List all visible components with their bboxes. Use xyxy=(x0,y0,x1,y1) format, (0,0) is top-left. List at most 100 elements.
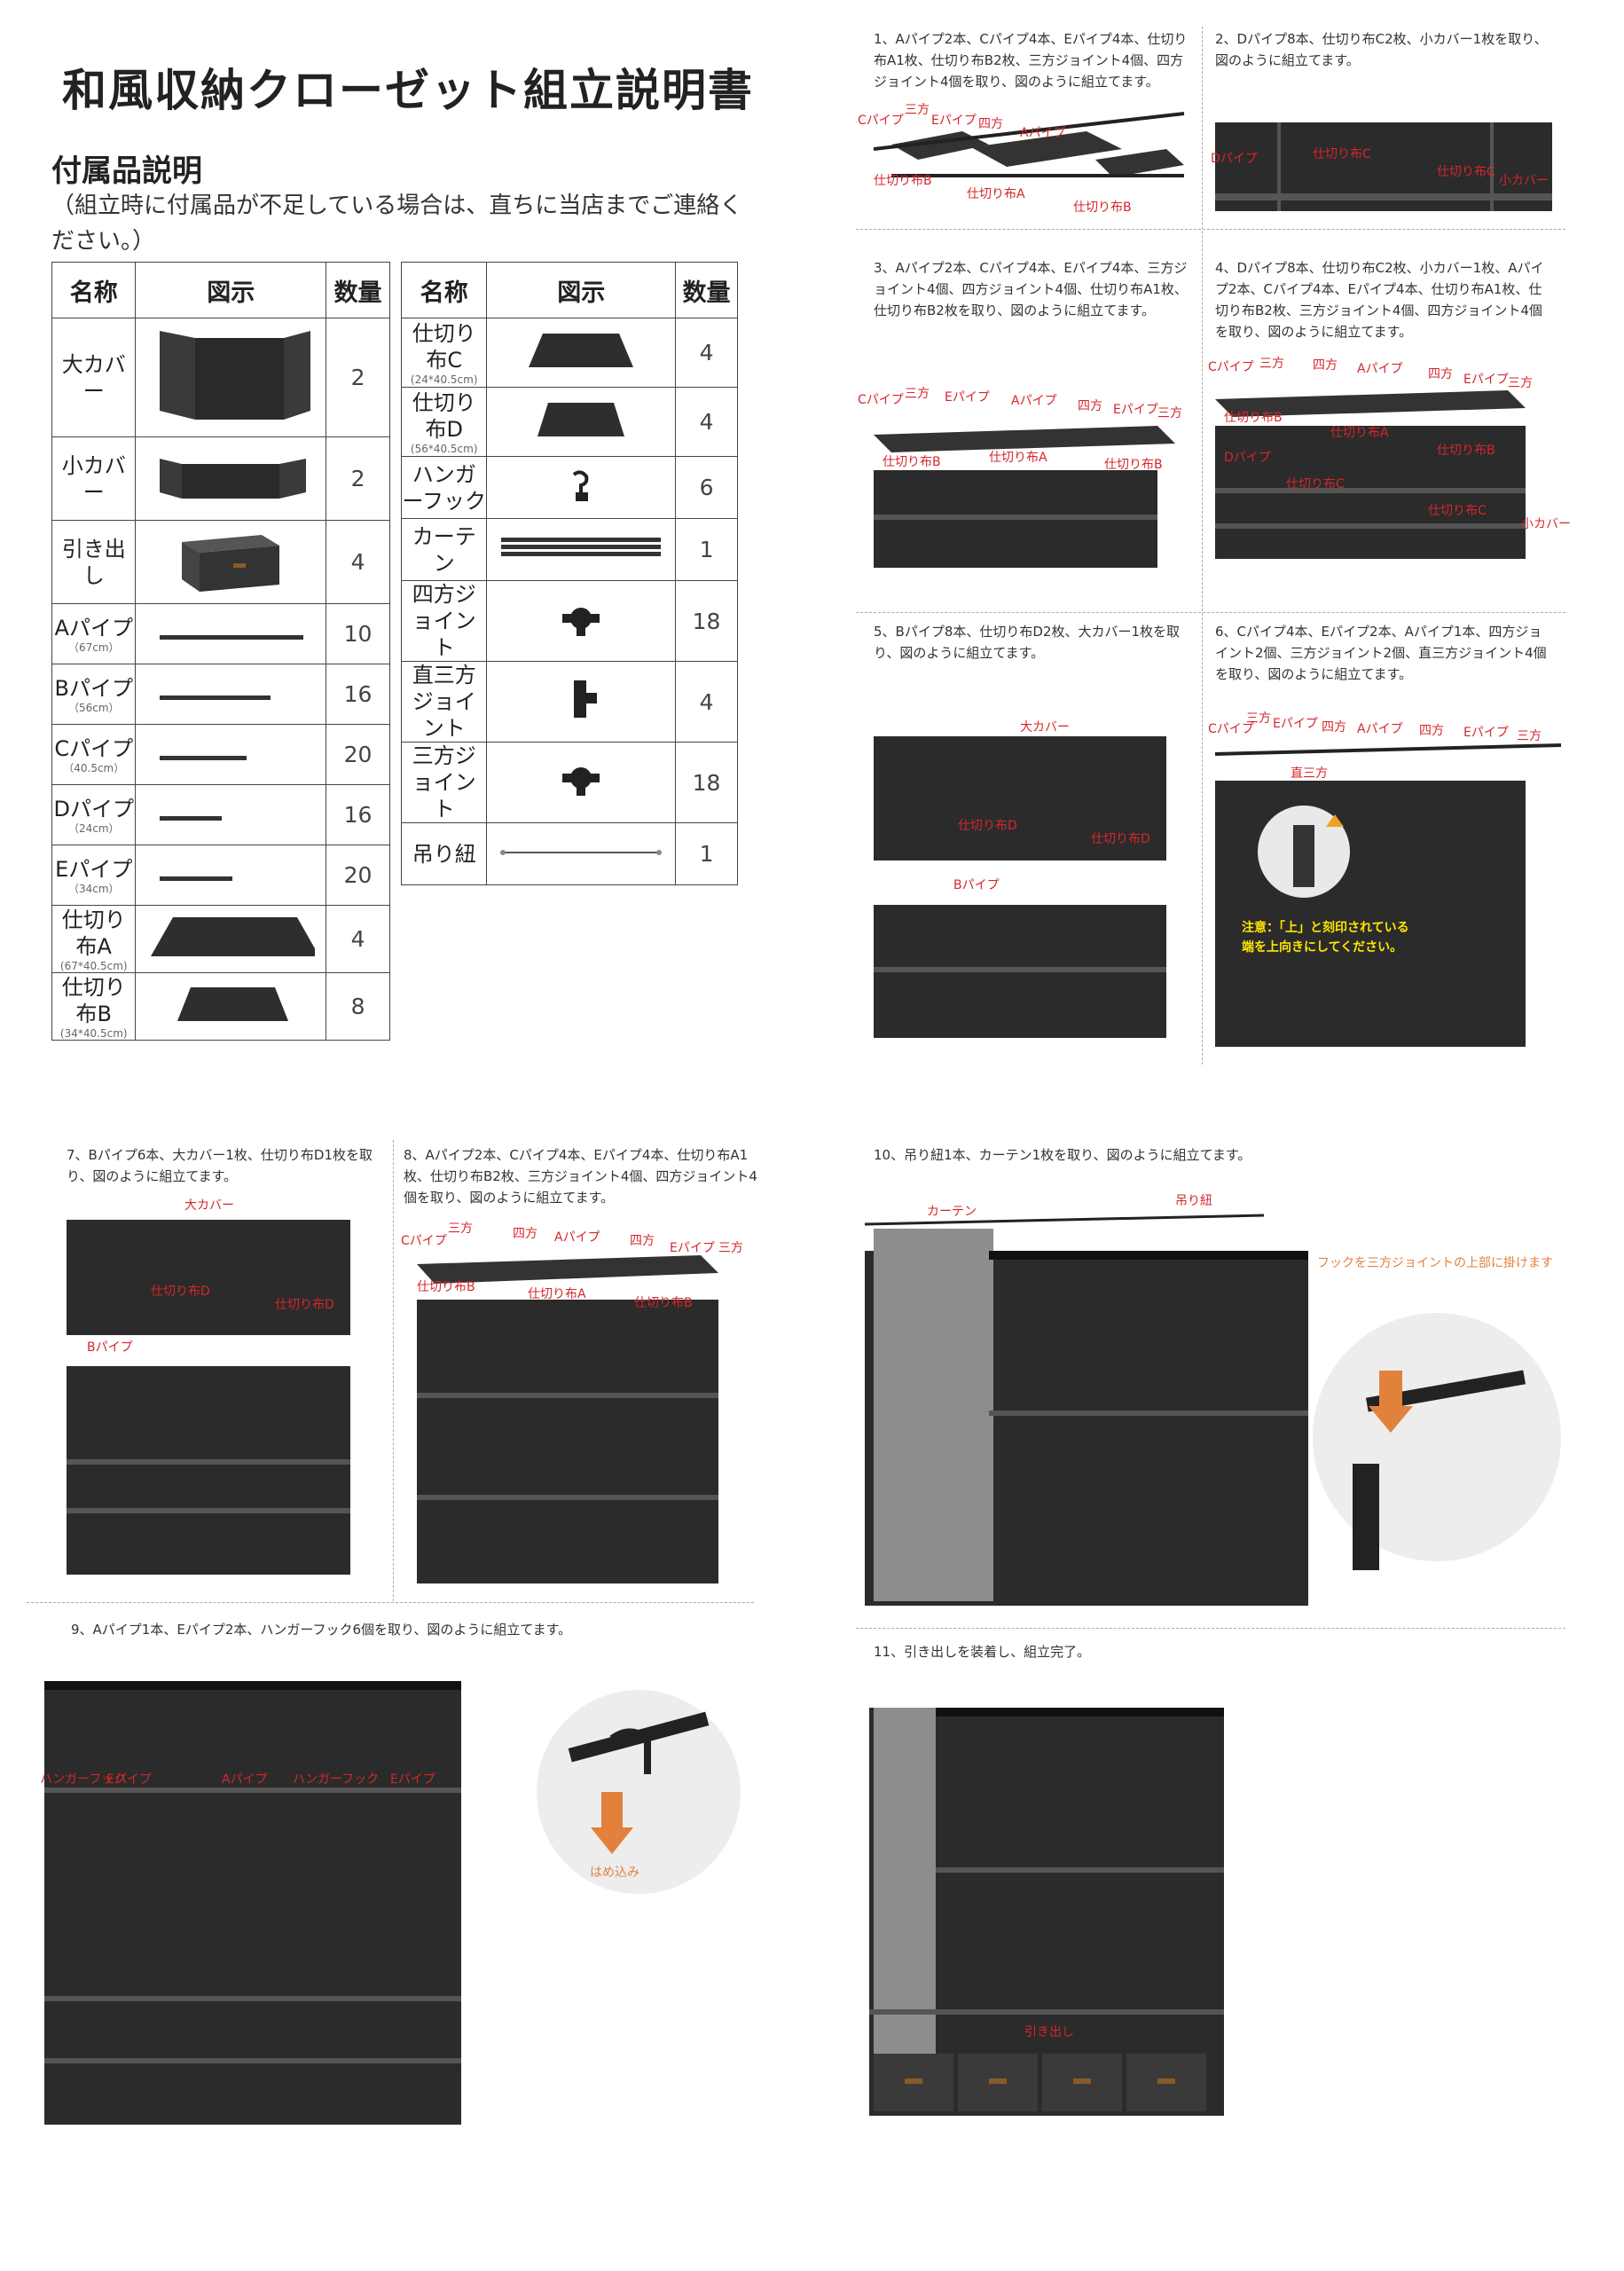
label-a-pipe: Aパイプ xyxy=(554,1230,600,1245)
part-name: 吊り紐 xyxy=(412,841,476,867)
label-e-pipe: Eパイプ xyxy=(106,1772,152,1787)
label-cloth-b: 仕切り布B xyxy=(1437,444,1495,458)
label-e-pipe: Eパイプ xyxy=(931,114,977,128)
parts-heading: 付属品説明 xyxy=(51,153,202,189)
label-big-cover: 大カバー xyxy=(1020,720,1070,735)
label-cloth-b: 仕切り布B xyxy=(1104,458,1163,472)
step-1-text: 1、Aパイプ2本、Cパイプ4本、Eパイプ4本、仕切り布A1枚、仕切り布B2枚、三… xyxy=(874,31,1188,90)
part-name: Aパイプ xyxy=(54,615,133,640)
curtain-rod-image xyxy=(486,518,677,581)
label-cloth-b: 仕切り布B xyxy=(874,174,932,188)
label-d-pipe: Dパイプ xyxy=(1211,152,1258,166)
cloth-c-image xyxy=(486,318,677,388)
step-9-text: 9、Aパイプ1本、Eパイプ2本、ハンガーフック6個を取り、図のように組立てます。 xyxy=(71,1622,572,1638)
part-qty: 18 xyxy=(675,580,738,662)
label-c-pipe: Cパイプ xyxy=(401,1234,447,1248)
header-name: 名称 xyxy=(51,262,137,318)
part-qty: 4 xyxy=(675,661,738,743)
step-4-text: 4、Dパイプ8本、仕切り布C2枚、小カバー1枚、Aパイプ2本、Cパイプ4本、Eパ… xyxy=(1215,260,1544,340)
label-sanpo: 三方 xyxy=(448,1222,473,1236)
cloth-a-image xyxy=(135,905,327,973)
header-qty: 数量 xyxy=(675,262,738,318)
part-qty: 8 xyxy=(326,972,390,1041)
table-row: 三方ジョイント 18 xyxy=(400,742,738,823)
table-row: Bパイプ（56cm） 16 xyxy=(51,664,390,725)
four-way-joint-icon xyxy=(486,580,677,662)
step-5-text: 5、Bパイプ8本、仕切り布D2枚、大カバー1枚を取り、図のように組立てます。 xyxy=(874,624,1181,661)
label-a-pipe: Aパイプ xyxy=(1020,126,1066,140)
part-qty: 2 xyxy=(326,436,390,521)
label-shiho: 四方 xyxy=(513,1227,537,1241)
part-qty: 2 xyxy=(326,318,390,437)
caution-note: 注意：「上」と刻印されている端を上向きにしてください。 xyxy=(1242,921,1409,955)
label-a-pipe: Aパイプ xyxy=(1011,394,1057,408)
label-cloth-b: 仕切り布B xyxy=(1073,200,1132,215)
part-qty: 4 xyxy=(675,318,738,388)
label-cloth-b: 仕切り布B xyxy=(883,455,941,469)
big-cover-image xyxy=(135,318,327,437)
part-qty: 16 xyxy=(326,664,390,725)
part-size: (24*40.5cm) xyxy=(410,373,478,386)
label-sanpo: 三方 xyxy=(905,387,930,401)
label-shiho: 四方 xyxy=(978,117,1003,131)
header-image: 図示 xyxy=(135,262,327,318)
table-row: カーテン 1 xyxy=(400,518,738,581)
label-hamekomi: はめ込み xyxy=(590,1866,639,1880)
label-hook-note: フックを三方ジョイントの上部に掛けます xyxy=(1317,1256,1553,1270)
table-row: 大カバー 2 xyxy=(51,318,390,437)
part-size: (56*40.5cm) xyxy=(410,442,478,455)
label-e-pipe: Eパイプ xyxy=(1463,726,1509,740)
label-c-pipe: Cパイプ xyxy=(858,114,904,128)
table-row: Cパイプ（40.5cm） 20 xyxy=(51,724,390,785)
parts-table-right: 名称 図示 数量 仕切り布C(24*40.5cm) 4 仕切り布D(56*40.… xyxy=(400,262,738,885)
step-8-text: 8、Aパイプ2本、Cパイプ4本、Eパイプ4本、仕切り布A1枚、仕切り布B2枚、三… xyxy=(404,1147,757,1206)
part-qty: 1 xyxy=(675,822,738,885)
label-e-pipe: Eパイプ xyxy=(1273,717,1318,731)
part-name: Bパイプ xyxy=(54,675,133,701)
step-1-diagram: Cパイプ 三方 Eパイプ 四方 Aパイプ 仕切り布B 仕切り布A 仕切り布B xyxy=(858,103,1185,215)
label-hanger-hook: ハンガーフック xyxy=(40,1772,126,1787)
label-shiho: 四方 xyxy=(1078,399,1102,413)
pipe-c-image xyxy=(135,724,327,785)
part-qty: 20 xyxy=(326,724,390,785)
label-cloth-b: 仕切り布B xyxy=(634,1296,693,1310)
part-qty: 10 xyxy=(326,603,390,664)
label-b-pipe: Bパイプ xyxy=(953,878,1000,892)
label-a-pipe: Aパイプ xyxy=(1357,722,1403,736)
table-row: 引き出し 4 xyxy=(51,520,390,604)
part-name: 直三方ジョイント xyxy=(412,663,476,741)
parts-note: （組立時に付属品が不足している場合は、直ちに当店までご連絡ください。） xyxy=(51,193,743,255)
step-6-diagram: Cパイプ 三方 Eパイプ 四方 Aパイプ 四方 Eパイプ 三方 直三方 注意：「… xyxy=(1208,711,1562,1047)
table-row: 仕切り布C(24*40.5cm) 4 xyxy=(400,318,738,388)
part-name: Eパイプ xyxy=(55,856,133,882)
label-cloth-a: 仕切り布A xyxy=(967,187,1025,201)
pipe-d-image xyxy=(135,784,327,845)
step-10-text: 10、吊り紐1本、カーテン1枚を取り、図のように組立てます。 xyxy=(874,1147,1251,1163)
label-shiho: 四方 xyxy=(1322,720,1346,735)
drawer-image xyxy=(135,520,327,604)
part-name: 仕切り布A xyxy=(61,907,126,959)
part-qty: 6 xyxy=(675,456,738,519)
part-name: 大カバー xyxy=(51,318,137,437)
label-shiho: 四方 xyxy=(1419,724,1444,738)
label-e-pipe: Eパイプ xyxy=(945,390,990,405)
part-qty: 1 xyxy=(675,518,738,581)
step-6-text: 6、Cパイプ4本、Eパイプ2本、Aパイプ1本、四方ジョイント2個、三方ジョイント… xyxy=(1215,624,1547,682)
table-row: ハンガーフック 6 xyxy=(400,456,738,519)
label-cloth-b: 仕切り布B xyxy=(417,1280,475,1294)
header-name: 名称 xyxy=(400,262,488,318)
label-shiho: 四方 xyxy=(630,1234,655,1248)
table-row: 仕切り布B(34*40.5cm) 8 xyxy=(51,972,390,1041)
divider xyxy=(856,229,1565,230)
label-e-pipe: Eパイプ xyxy=(1113,403,1158,417)
part-qty: 20 xyxy=(326,845,390,906)
part-name: Dパイプ xyxy=(53,796,134,821)
part-qty: 4 xyxy=(326,520,390,604)
step-7-text: 7、Bパイプ6本、大カバー1枚、仕切り布D1枚を取り、図のように組立てます。 xyxy=(67,1147,373,1184)
table-row: 仕切り布A(67*40.5cm) 4 xyxy=(51,905,390,973)
label-a-pipe: Aパイプ xyxy=(1357,362,1403,376)
small-cover-image xyxy=(135,436,327,521)
label-cloth-c: 仕切り布C xyxy=(1286,477,1345,491)
part-size: （34cm） xyxy=(67,882,120,895)
divider xyxy=(856,612,1565,613)
